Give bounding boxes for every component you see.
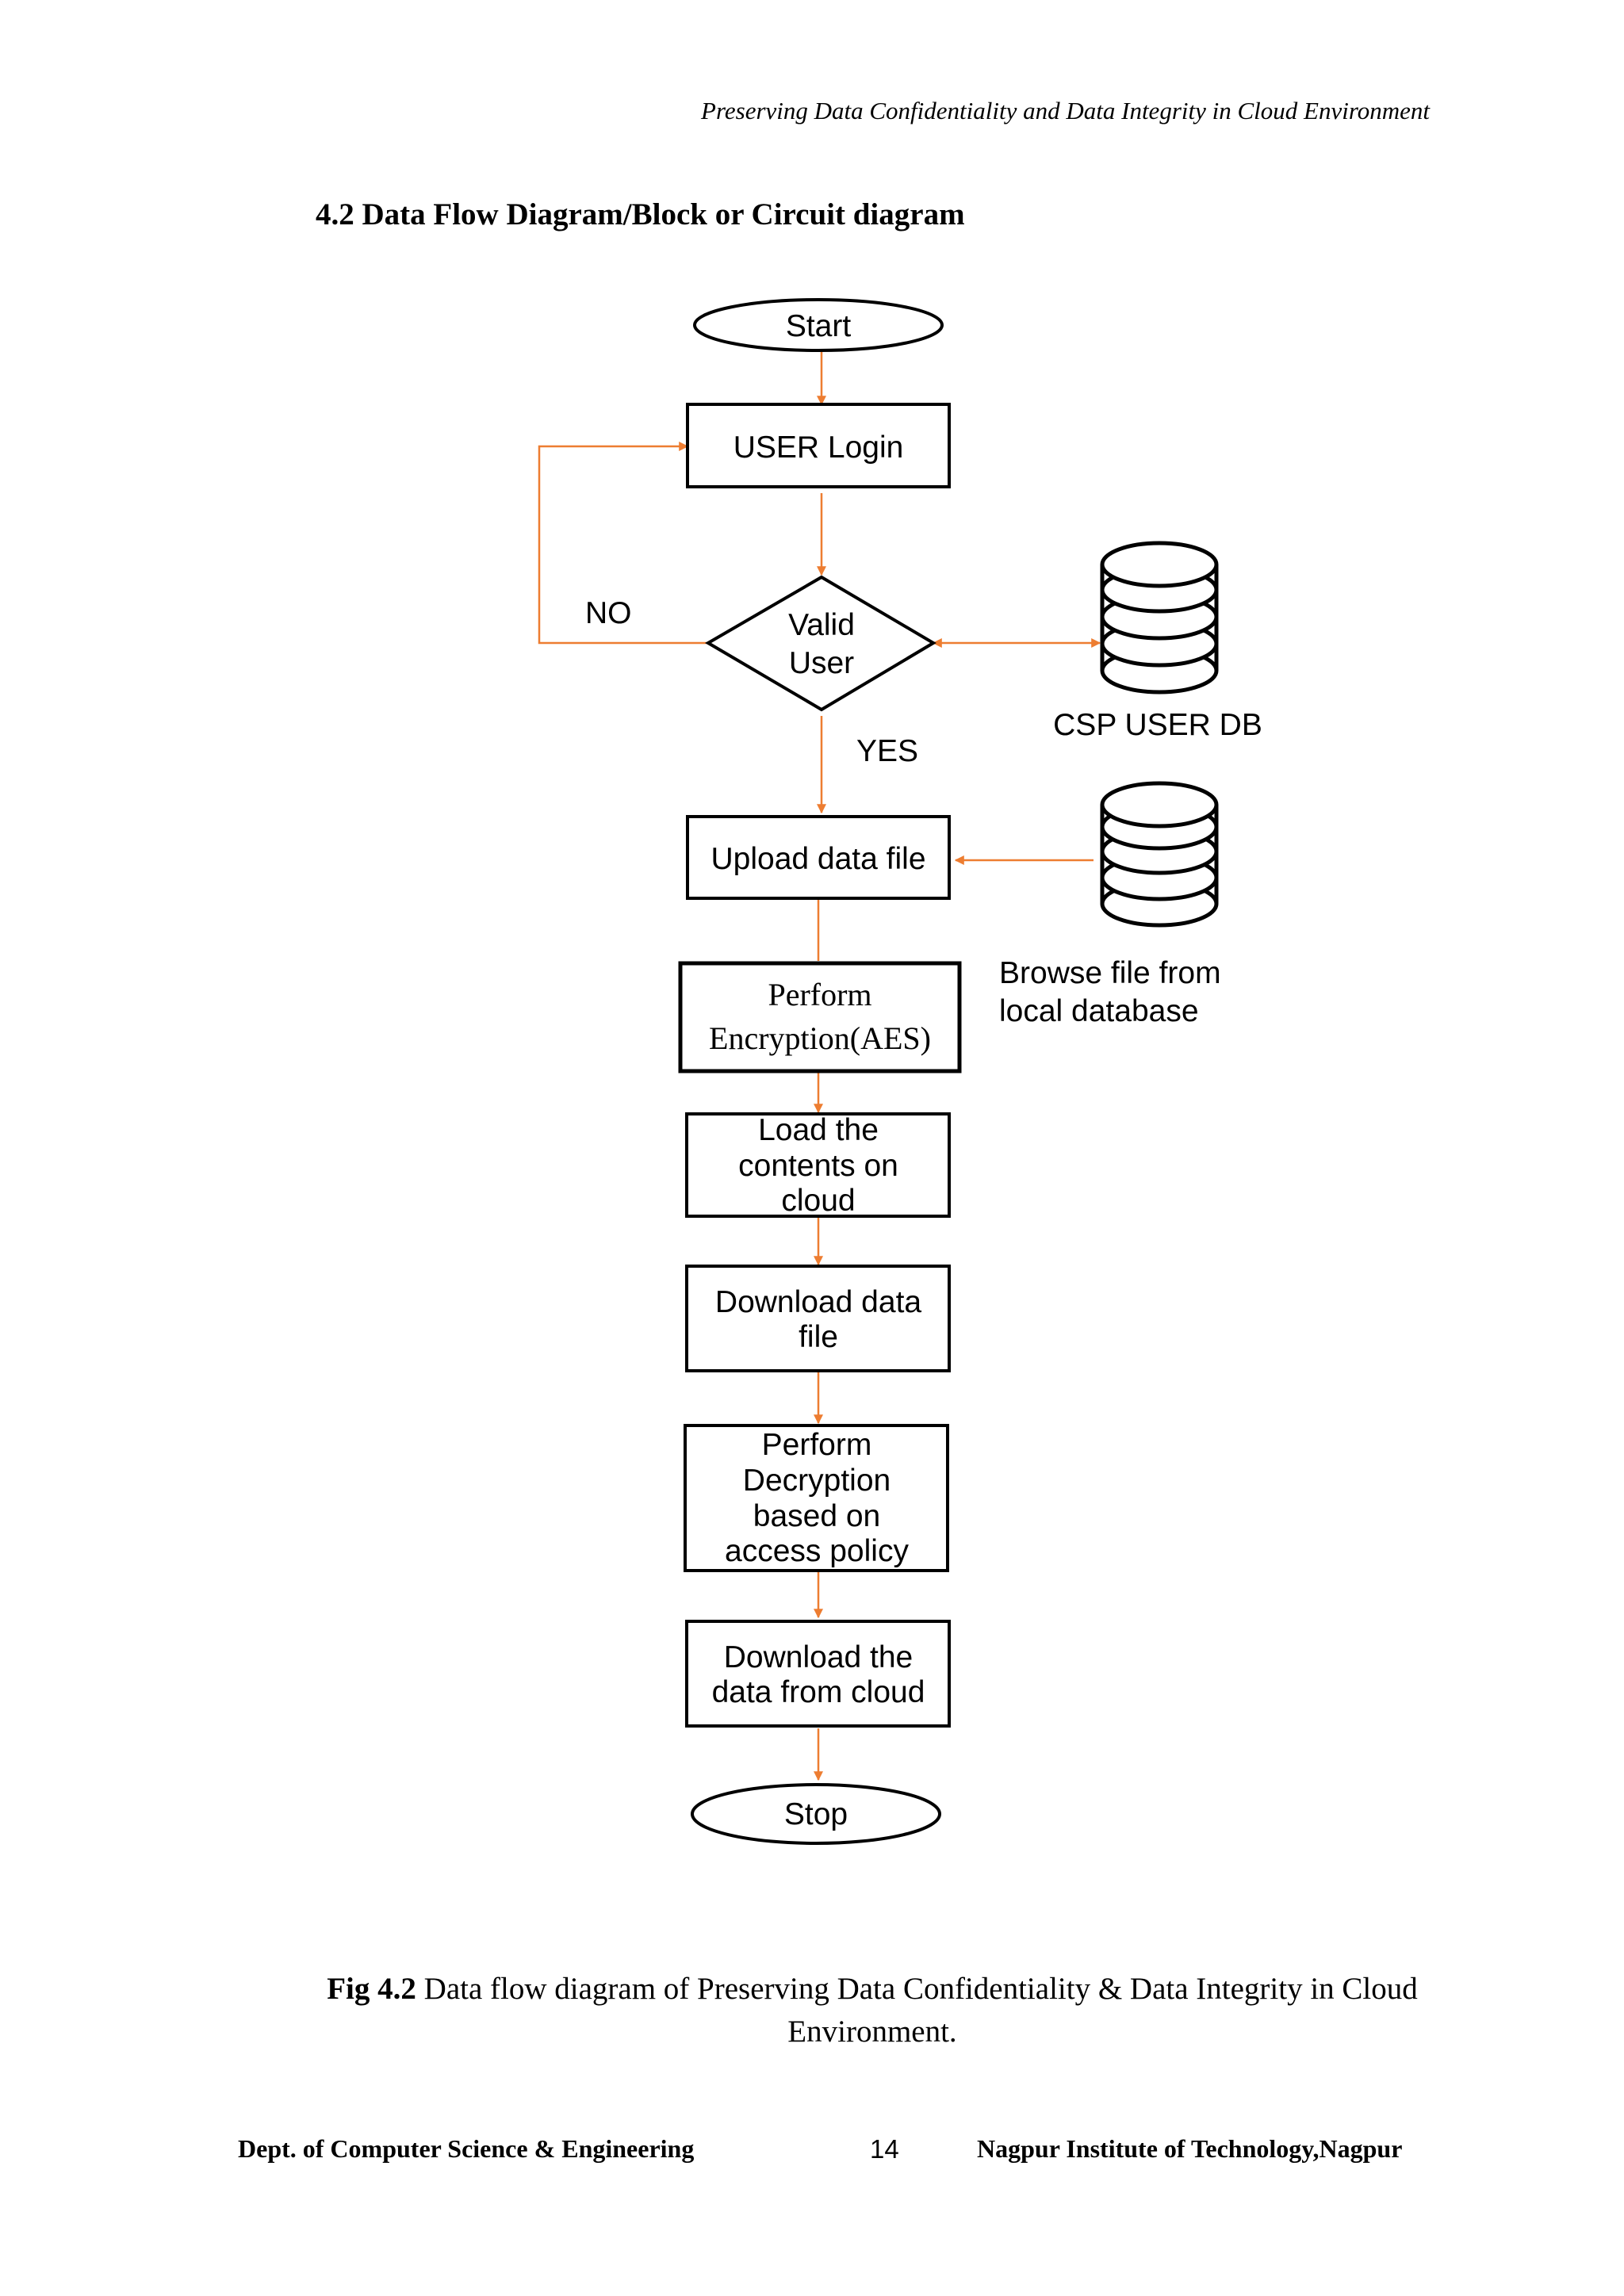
decrypt-label-line3: based on — [753, 1499, 880, 1533]
valid-user-decision — [705, 575, 936, 712]
start-label: Start — [786, 309, 852, 343]
load-label-line2: contents on — [738, 1149, 898, 1183]
start-terminator — [693, 298, 944, 352]
browse-label-line1: Browse file from — [999, 956, 1221, 990]
upload-label: Upload data file — [710, 842, 925, 876]
decision-label-line2: User — [789, 646, 854, 680]
stop-terminator — [691, 1783, 941, 1845]
running-header: Preserving Data Confidentiality and Data… — [701, 97, 1430, 124]
figure-caption-text: Data flow diagram of Preserving Data Con… — [416, 1972, 1418, 2049]
browse-label-line2: local database — [999, 994, 1199, 1028]
decision-label-line1: Valid — [788, 608, 855, 642]
load-label-line1: Load the — [758, 1113, 879, 1147]
download-cloud-label-line2: data from cloud — [712, 1675, 925, 1709]
decrypt-label-line4: access policy — [725, 1534, 909, 1568]
footer-institute: Nagpur Institute of Technology,Nagpur — [977, 2134, 1403, 2163]
encrypt-box — [678, 961, 962, 1073]
user-login-label: USER Login — [733, 430, 904, 465]
data-flow-diagram: Start USER Login Valid User NO YES CSP U… — [538, 298, 1262, 1845]
download-cloud-label-line1: Download the — [724, 1640, 914, 1674]
arrow-no-loop — [538, 442, 708, 645]
page-number: 14 — [870, 2134, 899, 2164]
figure-caption-label: Fig 4.2 — [327, 1972, 416, 2006]
stop-label: Stop — [784, 1797, 848, 1831]
user-login-box — [686, 403, 951, 488]
encrypt-label-line2: Encryption(AES) — [709, 1020, 931, 1056]
upload-box — [686, 815, 951, 900]
download-label-line2: file — [799, 1320, 838, 1354]
footer-department: Dept. of Computer Science & Engineering — [238, 2134, 695, 2163]
load-box — [685, 1112, 951, 1218]
decrypt-label-line1: Perform — [762, 1428, 872, 1462]
csp-db-label: CSP USER DB — [1053, 708, 1262, 742]
decrypt-box — [684, 1424, 949, 1572]
figure-caption: Fig 4.2 Data flow diagram of Preserving … — [301, 1968, 1443, 2053]
yes-label: YES — [856, 734, 918, 768]
section-heading: 4.2 Data Flow Diagram/Block or Circuit d… — [316, 197, 965, 232]
download-cloud-box — [685, 1620, 951, 1728]
encrypt-label-line1: Perform — [768, 977, 871, 1012]
download-box — [685, 1265, 951, 1372]
no-label: NO — [585, 596, 632, 630]
decrypt-label-line2: Decryption — [743, 1464, 891, 1498]
csp-db-icon — [1100, 541, 1219, 695]
load-label-line3: cloud — [781, 1184, 855, 1218]
local-db-icon — [1100, 781, 1219, 928]
download-label-line1: Download data — [715, 1285, 921, 1319]
